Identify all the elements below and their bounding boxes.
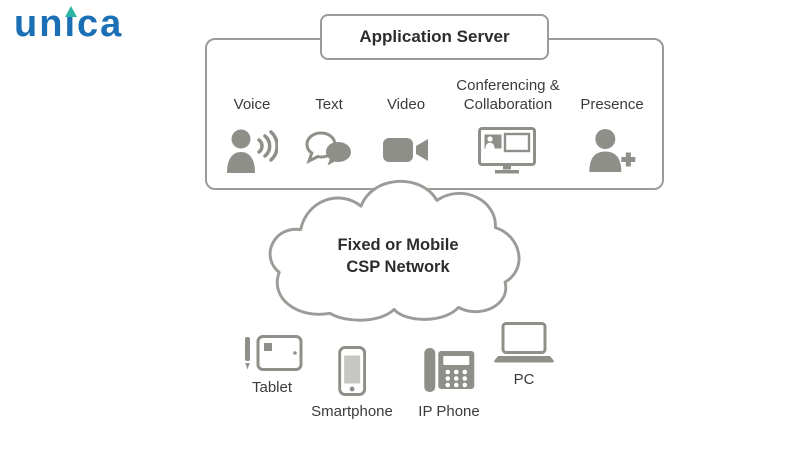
- logo-part2: ca: [77, 3, 124, 45]
- pencil-icon: [64, 6, 77, 17]
- device-smartphone: Smartphone: [311, 346, 393, 420]
- logo-part1: un: [14, 3, 65, 45]
- service-video: Video: [383, 74, 429, 181]
- service-presence: Presence: [580, 74, 644, 181]
- device-label: Tablet: [251, 379, 293, 396]
- application-server-box: Voice Text Video: [205, 38, 664, 190]
- device-label: PC: [513, 371, 535, 388]
- device-ip-phone: IP Phone: [418, 344, 480, 420]
- service-conferencing: Conferencing & Collaboration: [449, 74, 567, 181]
- cloud-label: Fixed or Mobile CSP Network: [252, 234, 544, 279]
- service-label: Text: [315, 95, 343, 113]
- ip-phone-icon: [423, 348, 474, 392]
- device-label: IP Phone: [418, 403, 480, 420]
- cloud-shape: [268, 179, 521, 322]
- service-label: Conferencing & Collaboration: [456, 77, 560, 113]
- cloud-label-line1: Fixed or Mobile: [337, 236, 459, 254]
- person-add-icon: [589, 129, 635, 172]
- service-label: Video: [386, 95, 426, 113]
- video-camera-icon: [383, 138, 428, 162]
- device-label: Smartphone: [311, 403, 393, 420]
- network-cloud: Fixed or Mobile CSP Network: [252, 166, 544, 336]
- tablet-icon: [245, 335, 303, 371]
- cloud-label-line2: CSP Network: [346, 258, 450, 277]
- voice-icon: [227, 129, 278, 173]
- smartphone-icon: [338, 346, 366, 396]
- service-label: Voice: [233, 95, 271, 113]
- laptop-icon: [494, 322, 554, 363]
- application-server-title: Application Server: [320, 14, 549, 60]
- service-voice: Voice: [226, 74, 278, 181]
- device-tablet: Tablet: [241, 334, 303, 396]
- service-label: Presence: [580, 95, 644, 113]
- service-text: Text: [305, 74, 353, 181]
- logo-letter-i: ı: [64, 3, 77, 45]
- device-pc: PC: [493, 322, 555, 388]
- chat-bubbles-icon: [305, 131, 351, 166]
- conferencing-monitor-icon: [478, 126, 536, 173]
